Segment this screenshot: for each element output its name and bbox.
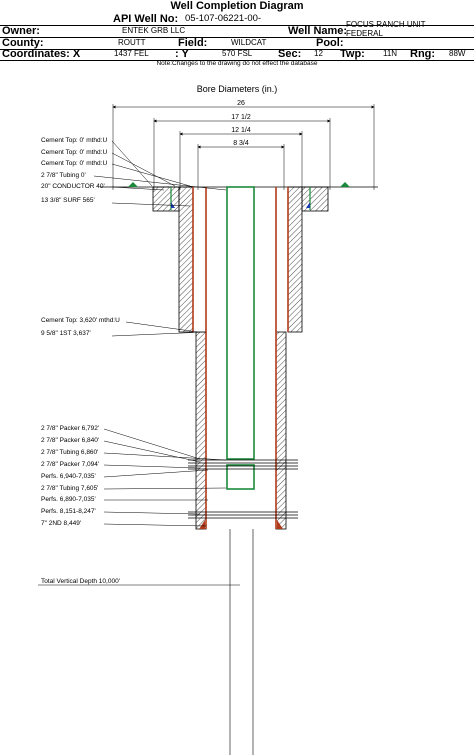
header-divider bbox=[0, 49, 474, 50]
annotation-packer-6792: 2 7/8" Packer 6,792' bbox=[41, 425, 99, 432]
annotation-perfs-8151: Perfs. 8,151-8,247' bbox=[41, 508, 96, 515]
dim-label-26: 26 bbox=[237, 100, 245, 107]
api-label: API Well No: bbox=[113, 13, 179, 25]
conductor-cement-right bbox=[301, 186, 329, 212]
header-row-api: API Well No: 05-107-06221-00- bbox=[0, 13, 474, 25]
shoe-marker-left bbox=[199, 520, 205, 529]
annotation-tubing-6860: 2 7/8" Tubing 6,860' bbox=[41, 449, 98, 456]
tubing-string-lower bbox=[226, 464, 255, 490]
leader-9-5-8-casing bbox=[111, 331, 207, 337]
leader-conductor bbox=[111, 186, 165, 191]
dim-label-8-3-4: 8 3/4 bbox=[233, 140, 249, 147]
leader-cement-top-2 bbox=[111, 152, 176, 187]
header-row-coordinates: Coordinates: X 1437 FEL : Y 570 FSL Sec:… bbox=[0, 48, 474, 60]
leader-tubing-0 bbox=[93, 175, 227, 191]
cement-top-marker-right bbox=[306, 202, 310, 208]
pool-label: Pool: bbox=[316, 37, 344, 49]
leader-tubing-6860 bbox=[103, 452, 227, 461]
owner-value: ENTEK GRB LLC bbox=[122, 26, 186, 35]
rng-label: Rng: bbox=[410, 48, 436, 60]
leader-tubing-7605 bbox=[103, 487, 227, 490]
owner-label: Owner: bbox=[2, 25, 40, 37]
bore-dimensions: 26 17 1/2 12 1/4 8 3/4 bbox=[112, 100, 375, 190]
sec-label: Sec: bbox=[278, 48, 302, 60]
annotation-total-depth: Total Vertical Depth 10,000' bbox=[41, 578, 120, 585]
leader-perfs-6940 bbox=[103, 469, 209, 478]
bore-diameters-title: Bore Diameters (in.) bbox=[196, 84, 278, 94]
annotation-tubing-0: 2 7/8" Tubing 0' bbox=[41, 172, 86, 179]
twp-label: Twp: bbox=[340, 48, 365, 60]
production-cement-right bbox=[275, 331, 287, 530]
annotation-cement-top: Cement Top: 0' mthd:U bbox=[41, 137, 107, 144]
field-value: WILDCAT bbox=[231, 38, 267, 47]
twp-value: 11N bbox=[383, 49, 398, 58]
leader-packer-7094 bbox=[103, 464, 201, 469]
annotation-labels: Cement Top: 0' mthd:U Cement Top: 0' mth… bbox=[41, 137, 120, 585]
annotation-7-inch-casing: 7" 2ND 8,449' bbox=[41, 520, 81, 527]
header-divider bbox=[0, 25, 474, 26]
leader-perfs-8151 bbox=[103, 511, 201, 515]
production-cement-left bbox=[195, 331, 207, 530]
cement-top-marker-left bbox=[171, 202, 175, 208]
sec-value: 12 bbox=[314, 49, 323, 58]
well-name-value: FOCUS RANCH UNIT FEDERAL bbox=[346, 20, 426, 38]
county-value: ROUTT bbox=[118, 38, 146, 47]
dim-label-17-1-2: 17 1/2 bbox=[231, 114, 251, 121]
header-row-owner: Owner: ENTEK GRB LLC Well Name: FOCUS RA… bbox=[0, 20, 474, 38]
database-note: Note:Changes to the drawing do not effec… bbox=[156, 60, 318, 67]
annotation-tubing-7605: 2 7/8" Tubing 7,605' bbox=[41, 485, 98, 492]
county-label: County: bbox=[2, 37, 44, 49]
annotation-conductor: 20" CONDUCTOR 40' bbox=[41, 183, 105, 190]
leader-packer-6840 bbox=[103, 440, 201, 463]
shoe-marker-right bbox=[277, 520, 283, 529]
header-divider bbox=[0, 60, 474, 61]
coord-x-label: Coordinates: X bbox=[2, 48, 81, 60]
annotation-perfs-6890: Perfs. 6,890-7,035' bbox=[41, 496, 96, 503]
field-label: Field: bbox=[178, 37, 208, 49]
surface-cement-right bbox=[287, 186, 303, 333]
annotation-packer-7094: 2 7/8" Packer 7,094' bbox=[41, 461, 99, 468]
leader-surface-casing bbox=[111, 202, 191, 207]
api-value: 05-107-06221-00- bbox=[185, 13, 262, 24]
header-row-county: County: ROUTT Field: WILDCAT Pool: bbox=[0, 37, 474, 49]
ground-marker-right bbox=[340, 182, 350, 187]
coord-y-label: : Y bbox=[175, 48, 189, 60]
rng-value: 88W bbox=[449, 49, 466, 58]
coord-x-value: 1437 FEL bbox=[114, 49, 149, 58]
coord-y-value: 570 FSL bbox=[222, 49, 253, 58]
diagram-title: Well Completion Diagram bbox=[170, 0, 304, 12]
dim-label-12-1-4: 12 1/4 bbox=[231, 127, 251, 134]
annotation-cement-top-3620: Cement Top: 3,620' mthd:U bbox=[41, 317, 120, 324]
leader-7-inch-casing bbox=[103, 523, 207, 527]
header-divider bbox=[0, 37, 474, 38]
annotation-perfs-6940: Perfs. 6,940-7,035' bbox=[41, 473, 96, 480]
leader-cement-top-3620 bbox=[125, 321, 199, 333]
conductor-cement-left bbox=[152, 186, 180, 212]
leader-packer-6792 bbox=[103, 428, 201, 460]
leader-cement-top-3 bbox=[111, 163, 191, 187]
annotation-surface-casing: 13 3/8" SURF 565' bbox=[41, 197, 95, 204]
annotation-9-5-8-casing: 9 5/8" 1ST 3,637' bbox=[41, 330, 91, 337]
annotation-leaders bbox=[38, 140, 240, 586]
tubing-string-upper bbox=[226, 186, 255, 460]
ground-marker-left bbox=[128, 182, 138, 187]
annotation-cement-top: Cement Top: 0' mthd:U bbox=[41, 160, 107, 167]
annotation-cement-top: Cement Top: 0' mthd:U bbox=[41, 149, 107, 156]
annotation-packer-6840: 2 7/8" Packer 6,840' bbox=[41, 437, 99, 444]
well-name-label: Well Name: bbox=[288, 25, 348, 37]
surface-cement-left bbox=[178, 186, 194, 333]
